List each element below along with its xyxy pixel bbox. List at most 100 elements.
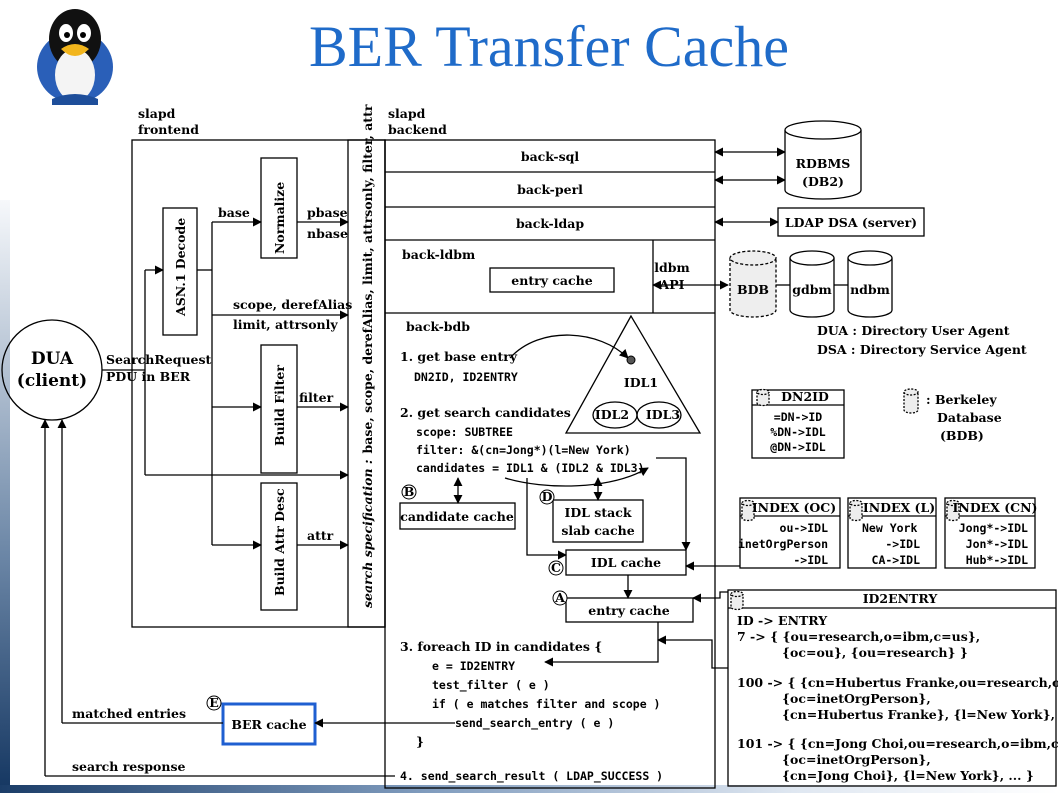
ldap-dsa-box (777, 207, 925, 237)
rdbms-cylinder-icon (784, 120, 862, 200)
entry-cache-label: entry cache (588, 603, 669, 618)
left-background-strip (0, 200, 10, 793)
dua-label: DUA (31, 349, 74, 369)
id2entry-cylinder-icon (730, 590, 744, 611)
glossary-dsa: DSA : Directory Service Agent (817, 342, 1027, 357)
id2entry-line: ID -> ENTRY (737, 613, 828, 628)
berkeley-legend-2: Database (937, 410, 1002, 425)
attr-label: attr (307, 528, 334, 543)
search-request-label: SearchRequest (106, 352, 212, 367)
build-attr-desc-label: Build Attr Desc (272, 488, 287, 596)
idl-tree-triangle (564, 314, 702, 434)
back-bdb-label: back-bdb (406, 319, 470, 334)
id2entry-line: {cn=Hubertus Franke}, {l=New York}, ... … (782, 707, 1058, 722)
test-filter-label: test_filter ( e ) (432, 678, 550, 693)
gdbm-db-label: gdbm (792, 282, 831, 297)
step3-label: 3. foreach ID in candidates { (400, 639, 602, 654)
step1-label: 1. get base entry (400, 349, 518, 364)
back-perl-label: back-perl (517, 182, 583, 197)
rdbms-label: RDBMS (796, 156, 851, 171)
asn1-decode-label: ASN.1 Decode (173, 218, 188, 317)
index-oc-cylinder-icon (741, 499, 755, 522)
index-l-header: INDEX (L) (863, 500, 935, 515)
tux-penguin-icon (37, 9, 113, 105)
bdb-cylinder-icon (729, 250, 777, 318)
normalize-label: Normalize (272, 182, 287, 254)
id2entry-header: ID2ENTRY (863, 591, 939, 606)
filter-expr-label: filter: &(cn=Jong*)(l=New York) (416, 443, 631, 457)
idl-stack-label: IDL stack (564, 505, 631, 520)
normalize-box (260, 157, 298, 259)
if-match-label: if ( e matches filter and scope ) (432, 697, 660, 711)
index-oc-row: ou->IDL (780, 521, 829, 535)
marker-c: C (551, 560, 561, 575)
dn2id-row: =DN->ID (774, 410, 823, 424)
index-oc-header: INDEX (OC) (752, 500, 836, 515)
page-title: BER Transfer Cache (308, 14, 790, 79)
nbase-label: nbase (307, 226, 348, 241)
pbase-label: pbase (307, 205, 348, 220)
step4-label: 4. send_search_result ( LDAP_SUCCESS ) (400, 769, 663, 784)
idl3-label: IDL3 (646, 407, 680, 422)
index-cn-cylinder-icon (946, 499, 960, 522)
dn2id-row: %DN->IDL (770, 425, 825, 439)
base-label: base (218, 205, 250, 220)
search-spec-italic: search specification : (360, 459, 375, 608)
index-l-row: New York (862, 521, 917, 535)
dn2id-cylinder-icon (756, 388, 770, 407)
gdbm-cylinder-icon (789, 250, 835, 318)
pdu-in-ber-label: PDU in BER (106, 369, 191, 384)
limit-attrs-label: limit, attrsonly (233, 317, 338, 332)
ldbm-api-label-1: ldbm (654, 260, 689, 275)
id2entry-line: {oc=ou}, {ou=research} } (782, 645, 968, 660)
step1b-label: DN2ID, ID2ENTRY (414, 370, 518, 384)
ldbm-entry-cache-label: entry cache (511, 273, 592, 288)
marker-d: D (542, 489, 553, 504)
id2entry-line: {oc=inetOrgPerson}, (782, 752, 931, 767)
candidate-cache-label: candidate cache (400, 509, 514, 524)
id2entry-line: 100 -> { {cn=Hubertus Franke,ou=research… (737, 675, 1058, 690)
scope-deref-label: scope, derefAlias (233, 297, 352, 312)
ber-cache-label: BER cache (231, 717, 306, 732)
build-filter-label: Build Filter (272, 365, 287, 446)
idl1-label: IDL1 (624, 375, 658, 390)
index-l-cylinder-icon (849, 499, 863, 522)
back-ldbm-label: back-ldbm (402, 247, 475, 262)
index-cn-row: Jong*->IDL (959, 521, 1028, 535)
frontend-label-2: frontend (138, 122, 199, 137)
index-oc-row: ->IDL (793, 553, 828, 567)
back-ldap-label: back-ldap (516, 216, 584, 231)
ldbm-api-label-2: API (659, 277, 685, 292)
backend-label-2: backend (388, 122, 447, 137)
frontend-label-1: slapd (138, 106, 176, 121)
dn2id-row: @DN->IDL (770, 440, 825, 454)
index-l-row: ->IDL (885, 537, 920, 551)
dua-client-label: (client) (17, 371, 87, 391)
slab-cache-label: slab cache (561, 523, 634, 538)
db2-label: (DB2) (802, 174, 844, 189)
search-spec-band (347, 139, 386, 628)
bdb-db-label: BDB (737, 282, 769, 297)
idl-cache-label: IDL cache (591, 555, 661, 570)
id2entry-lines: ID -> ENTRY 7 -> { {ou=research,o=ibm,c=… (737, 613, 1058, 783)
id2entry-line: {oc=inetOrgPerson}, (782, 691, 931, 706)
marker-e: E (209, 695, 219, 710)
dua-client-circle (1, 319, 103, 421)
index-l-table (847, 497, 937, 569)
matched-entries-label: matched entries (72, 706, 186, 721)
berkeley-legend-1: : Berkeley (926, 392, 997, 407)
glossary-dua: DUA : Directory User Agent (817, 323, 1010, 338)
index-oc-row: inetOrgPerson (738, 537, 828, 551)
marker-a: A (554, 590, 565, 605)
idl3-ellipse (636, 401, 682, 429)
index-cn-table (944, 497, 1036, 569)
id2entry-line: {cn=Jong Choi}, {l=New York}, ... } (782, 768, 1034, 783)
dn2id-table (751, 389, 845, 459)
index-cn-header: INDEX (CN) (953, 500, 1038, 515)
filter-label: filter (299, 390, 334, 405)
ndbm-cylinder-icon (847, 250, 893, 318)
close-brace-label: } (416, 734, 424, 749)
idl2-label: IDL2 (595, 407, 629, 422)
berkeley-legend-cylinder-icon (903, 388, 919, 414)
